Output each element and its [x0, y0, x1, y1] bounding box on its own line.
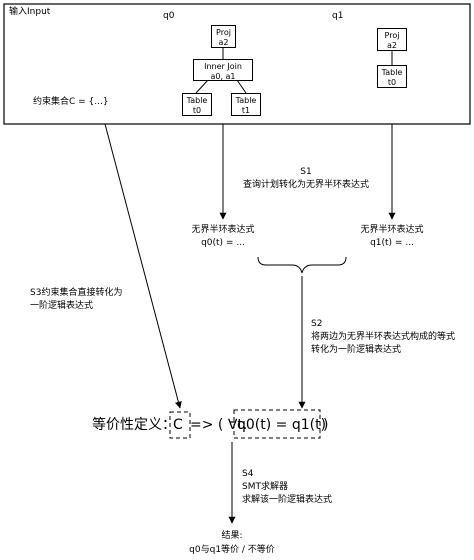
- equivalence-label: 等价性定义：: [92, 417, 176, 433]
- q0-label: q0: [163, 11, 175, 21]
- expr-q0-title: 无界半环表达式: [191, 225, 255, 235]
- equation-q0-q1: q0(t) = q1(t): [237, 417, 327, 433]
- q0-table-right-node: Table t1: [231, 93, 261, 116]
- constraint-c: C: [173, 417, 183, 433]
- q0-join-node: Inner Join a0, a1: [193, 59, 253, 81]
- q0-table-left-title: Table: [186, 96, 208, 105]
- s4-desc-line2: 求解该一阶逻辑表达式: [242, 495, 333, 505]
- s4-desc-line1: SMT求解器: [242, 482, 288, 492]
- q1-table-name: t0: [387, 78, 397, 87]
- q0-proj-attr: a2: [218, 38, 229, 47]
- input-box: [3, 3, 471, 125]
- s1-desc: 查询计划转化为无界半环表达式: [242, 180, 370, 190]
- s2-desc-line1: 将两边为无界半环表达式构成的等式: [311, 332, 456, 342]
- q1-label: q1: [332, 11, 344, 21]
- s3-step: S3约束集合直接转化为: [30, 288, 123, 298]
- s2-desc-line2: 转化为一阶逻辑表达式: [311, 345, 402, 355]
- c-dashed-box: [169, 411, 191, 439]
- s3-desc: 一阶逻辑表达式: [30, 301, 94, 311]
- q0-proj-title: Proj: [216, 28, 231, 37]
- result-label: 结果:: [221, 531, 243, 541]
- implies-forall: => ( ∀t.: [190, 417, 248, 433]
- constraint-set-label: 约束集合C = {...}: [33, 97, 109, 107]
- input-label: 输入Input: [9, 7, 51, 17]
- q0-join-attr: a0, a1: [210, 72, 236, 81]
- brace: [257, 256, 347, 274]
- s1-step: S1: [300, 167, 312, 177]
- expr-q1-value: q1(t) = ...: [370, 238, 414, 248]
- q0-table-right-title: Table: [235, 96, 257, 105]
- q0-proj-node: Proj a2: [211, 25, 236, 48]
- s2-step: S2: [311, 319, 323, 329]
- q1-proj-node: Proj a2: [377, 28, 407, 51]
- q1-proj-title: Proj: [384, 31, 400, 40]
- expr-q0-value: q0(t) = ...: [201, 238, 245, 248]
- result-value: q0与q1等价 / 不等价: [189, 545, 275, 555]
- q0-join-title: Inner Join: [204, 62, 242, 71]
- s4-step: S4: [242, 469, 254, 479]
- q0-table-left-name: t0: [192, 106, 202, 115]
- q0-table-right-name: t1: [241, 106, 251, 115]
- q1-proj-attr: a2: [387, 41, 397, 50]
- expr-q1-title: 无界半环表达式: [360, 225, 424, 235]
- q1-table-title: Table: [381, 68, 403, 77]
- q0-table-left-node: Table t0: [182, 93, 212, 116]
- equation-dashed-box: [233, 409, 321, 439]
- closing-paren: ): [323, 417, 329, 433]
- q1-table-node: Table t0: [377, 65, 407, 88]
